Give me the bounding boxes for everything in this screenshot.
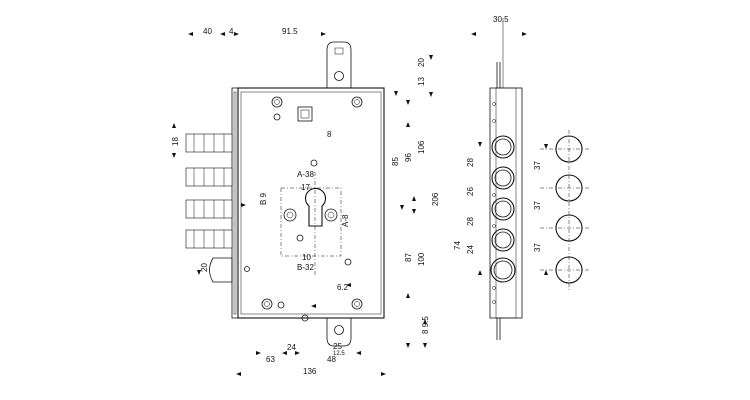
dim-13: 13: [417, 77, 426, 86]
spindle-square: [297, 106, 313, 122]
bolts: [185, 133, 233, 283]
end-dim-37b: 37: [533, 201, 542, 210]
dim-8: 8: [327, 130, 332, 139]
dim-8-9-5: 8 9.5: [421, 316, 430, 334]
side-bolt-holes: [490, 135, 516, 283]
dim-20-left: 20: [200, 263, 209, 272]
dim-106: 106: [417, 140, 426, 154]
side-dim-26: 26: [466, 187, 475, 196]
side-dim-28a: 28: [466, 158, 475, 167]
dim-B32: B-32: [297, 263, 314, 272]
side-small-holes: [492, 102, 496, 304]
fixing-holes: [244, 96, 363, 322]
dim-18: 18: [171, 137, 180, 146]
side-dim-30-5: 30.5: [493, 15, 509, 24]
dim-4: 4: [229, 27, 234, 36]
dim-96: 96: [404, 153, 413, 162]
top-fixing-tab: [326, 41, 352, 88]
dimension-labels: 40 4 91.5 13 20 8 18 85 96 106 206 87 10…: [171, 15, 542, 376]
dim-91-5: 91.5: [282, 27, 298, 36]
dim-100: 100: [417, 252, 426, 266]
dim-63: 63: [266, 355, 275, 364]
side-dim-74: 74: [453, 241, 462, 250]
dim-10: 10: [302, 253, 311, 262]
side-view-faceplate: [489, 18, 523, 340]
dim-12-5: 12.5: [333, 351, 345, 357]
lock-body-front-view: [185, 41, 385, 347]
lock-case: [237, 87, 385, 319]
dim-136: 136: [303, 367, 317, 376]
dim-A8: A-8: [341, 214, 350, 227]
bottom-fixing-tab: [326, 318, 352, 347]
side-dim-24: 24: [466, 245, 475, 254]
dim-85: 85: [391, 157, 400, 166]
dimension-arrows: [172, 32, 548, 376]
dim-20-top: 20: [417, 58, 426, 67]
end-view-bolts: [540, 130, 590, 290]
faceplate: [231, 87, 239, 319]
dim-B9: B 9: [259, 192, 268, 205]
dim-A38: A-38: [297, 170, 314, 179]
dim-24: 24: [287, 343, 296, 352]
dim-17-top: 17: [301, 183, 310, 192]
dim-87: 87: [404, 253, 413, 262]
dim-25: 25: [333, 342, 342, 351]
dim-40: 40: [203, 27, 212, 36]
dim-206: 206: [431, 192, 440, 206]
side-dim-28b: 28: [466, 217, 475, 226]
end-dim-37c: 37: [533, 243, 542, 252]
dim-6-2: 6.2: [337, 283, 349, 292]
cylinder-cutout: [280, 172, 342, 275]
dim-48: 48: [327, 355, 336, 364]
end-dim-37a: 37: [533, 161, 542, 170]
